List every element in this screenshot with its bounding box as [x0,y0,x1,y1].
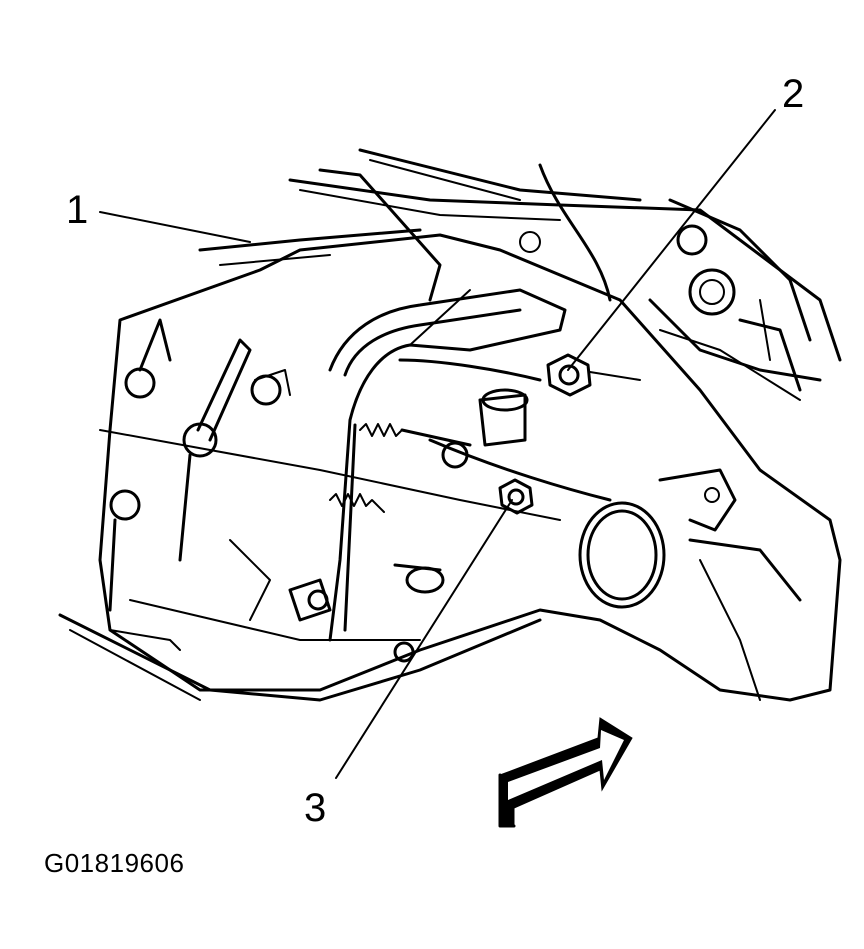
callout-3: 3 [304,786,327,830]
extension-housing [428,438,802,701]
figure-code: G01819606 [44,848,185,878]
callout-2: 2 [782,72,805,116]
front-direction-arrow-icon [498,717,633,828]
crossmember-bracket [328,288,567,642]
left-side-components [108,318,332,651]
mount-nut-2 [546,353,641,397]
engine-background [288,148,842,401]
transmission-case [58,228,842,702]
callout-1: 1 [66,188,89,232]
mount-nut-3 [498,478,534,515]
leader-lines [99,109,776,779]
linkage-springs [329,388,529,663]
